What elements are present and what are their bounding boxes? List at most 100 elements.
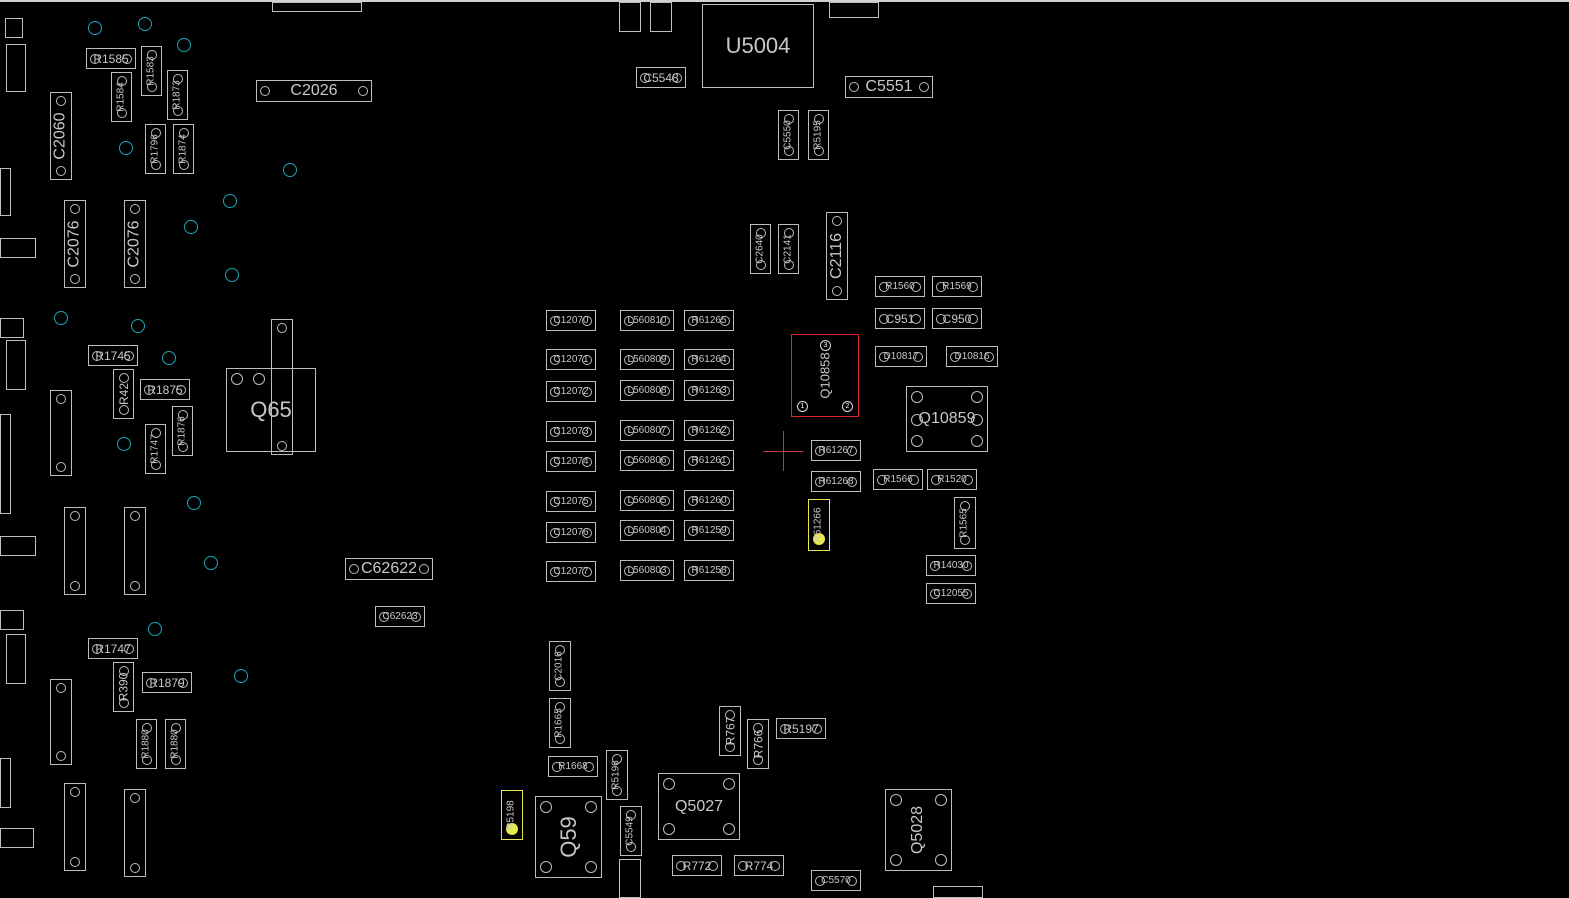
resistor-r1585[interactable]: R1585 [86,48,136,69]
capacitor-c12072[interactable]: C12072 [546,381,596,402]
component-outline[interactable] [0,536,36,556]
capacitor-c951[interactable]: C951 [875,308,925,329]
resistor-r61261[interactable]: R61261 [684,450,734,471]
inductor-l560806[interactable]: L560806 [620,450,674,471]
component-outline[interactable] [619,859,641,898]
component-outline[interactable] [50,679,72,765]
capacitor-c12074[interactable]: C12074 [546,451,596,472]
resistor-r774[interactable]: R774 [734,855,784,876]
inductor-l560807[interactable]: L560807 [620,420,674,441]
component-outline[interactable] [933,886,983,898]
capacitor-c2116[interactable]: C2116 [826,212,848,300]
capacitor-c12077[interactable]: C12077 [546,561,596,582]
capacitor-c62622[interactable]: C62622 [345,558,433,580]
resistor-r5197[interactable]: R5197 [776,718,826,739]
component-outline[interactable] [124,789,146,877]
capacitor-c12076[interactable]: C12076 [546,522,596,543]
component-outline[interactable] [0,610,24,630]
resistor-r1584[interactable]: R1584 [111,72,132,122]
resistor-r61263[interactable]: R61263 [684,380,734,401]
component-outline[interactable] [0,168,11,216]
resistor-r1876[interactable]: R1876 [172,406,193,456]
resistor-r766[interactable]: R766 [747,719,769,769]
resistor-r61264[interactable]: R61264 [684,349,734,370]
resistor-r1668[interactable]: R1668 [548,756,598,777]
resistor-r61267[interactable]: R61267 [811,440,861,461]
transistor-q10859[interactable]: Q10859 [906,386,988,452]
resistor-r1880-a[interactable]: R1880 [136,719,157,769]
ic-u5004[interactable]: U5004 [702,4,814,88]
resistor-r61265[interactable]: R61265 [684,310,734,331]
inductor-l560804[interactable]: L560804 [620,520,674,541]
inductor-l560803[interactable]: L560803 [620,560,674,581]
capacitor-c12070[interactable]: C12070 [546,310,596,331]
resistor-r772[interactable]: R772 [672,855,722,876]
resistor-r1747-b[interactable]: R1747 [88,638,138,659]
resistor-r61266-highlighted[interactable]: R61266 [808,499,830,551]
capacitor-c2060[interactable]: C2060 [50,92,72,180]
component-outline[interactable] [5,18,23,38]
resistor-r1874[interactable]: R1874 [173,124,194,174]
component-outline[interactable] [619,2,641,32]
component-outline[interactable] [124,507,146,595]
resistor-r1566[interactable]: R1566 [873,469,923,490]
inductor-l560809[interactable]: L560809 [620,349,674,370]
resistor-r1875[interactable]: R1875 [140,379,190,400]
component-outline[interactable] [0,828,34,848]
resistor-r61262[interactable]: R61262 [684,420,734,441]
resistor-r767[interactable]: R767 [719,706,741,756]
diode-d10817[interactable]: D10817 [875,346,927,367]
diode-d10816[interactable]: D10816 [946,346,998,367]
component-outline[interactable] [0,414,11,514]
resistor-r1747[interactable]: R1747 [145,424,166,474]
inductor-l560805[interactable]: L560805 [620,490,674,511]
capacitor-c12075[interactable]: C12075 [546,491,596,512]
capacitor-c12073[interactable]: C12073 [546,421,596,442]
transistor-q59[interactable]: Q59 [535,796,602,878]
resistor-r42[interactable]: R42 [113,369,134,419]
component-outline[interactable] [271,319,293,455]
capacitor-c5548[interactable]: C5548 [636,67,686,88]
resistor-r5198-highlighted[interactable]: R5198 [501,790,523,840]
capacitor-c5551[interactable]: C5551 [845,76,933,98]
component-outline[interactable] [0,318,24,338]
resistor-r1520[interactable]: R1520 [927,469,977,490]
component-outline[interactable] [64,783,86,871]
component-outline[interactable] [50,390,72,476]
capacitor-c62623[interactable]: C62623 [375,606,425,627]
component-outline[interactable] [0,238,36,258]
transistor-q5027[interactable]: Q5027 [658,773,740,840]
resistor-r1665[interactable]: R1665 [549,698,571,748]
capacitor-c2076[interactable]: C2076 [64,200,86,288]
resistor-r5196[interactable]: R5196 [606,750,628,800]
transistor-q5028[interactable]: Q5028 [885,789,952,871]
resistor-r1569[interactable]: R1569 [932,276,982,297]
component-outline[interactable] [64,507,86,595]
resistor-r1873[interactable]: R1873 [167,70,188,120]
component-outline[interactable] [6,340,26,390]
resistor-r14030[interactable]: R14030 [926,555,976,576]
resistor-r390[interactable]: R390 [113,662,134,712]
capacitor-c12071[interactable]: C12071 [546,349,596,370]
inductor-l560810[interactable]: L560810 [620,310,674,331]
resistor-r61259[interactable]: R61259 [684,520,734,541]
resistor-r1583[interactable]: R1583 [141,46,162,96]
component-outline[interactable] [650,2,672,32]
capacitor-c2026[interactable]: C2026 [256,80,372,102]
capacitor-c5549[interactable]: C5549 [620,806,642,856]
resistor-r1880-b[interactable]: R1880 [165,719,186,769]
resistor-r1879[interactable]: R1879 [142,672,192,693]
resistor-r61260[interactable]: R61260 [684,490,734,511]
capacitor-c12055[interactable]: C12055 [926,583,976,604]
inductor-l560808[interactable]: L560808 [620,380,674,401]
transistor-q10858-selected[interactable]: 3 1 2 Q10858 [791,334,859,417]
capacitor-c5550[interactable]: C5550 [778,110,799,160]
resistor-r61258[interactable]: R61258 [684,560,734,581]
component-outline[interactable] [6,44,26,92]
capacitor-c2640[interactable]: C2640 [750,224,771,274]
capacitor-c2141[interactable]: C2141 [778,224,799,274]
capacitor-c2076[interactable]: C2076 [124,200,146,288]
component-outline[interactable] [6,634,26,684]
resistor-r1745[interactable]: R1745 [88,345,138,366]
